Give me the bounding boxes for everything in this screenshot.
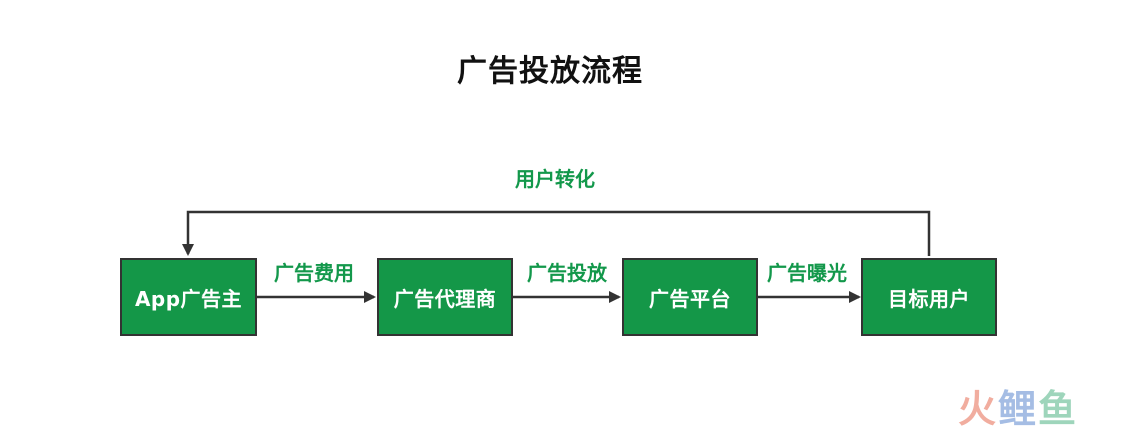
edge-label-conversion: 用户转化 <box>515 167 595 191</box>
node-platform: 广告平台 <box>622 258 758 336</box>
node-agency: 广告代理商 <box>377 258 513 336</box>
edge-label-ad-fee: 广告费用 <box>274 261 354 285</box>
watermark-char-3: 鱼 <box>1038 387 1079 431</box>
watermark-char-1: 火 <box>958 387 999 431</box>
watermark-logo: 火鲤鱼 <box>958 378 1078 433</box>
diagram-title: 广告投放流程 <box>457 54 643 89</box>
node-target-user: 目标用户 <box>861 258 997 336</box>
node-advertiser: App广告主 <box>120 258 257 336</box>
edge-label-ad-exposure: 广告曝光 <box>767 261 847 285</box>
edge-label-ad-placement: 广告投放 <box>527 261 607 285</box>
arrow-target-to-advertiser <box>182 210 931 256</box>
watermark-char-2: 鲤 <box>998 387 1039 431</box>
